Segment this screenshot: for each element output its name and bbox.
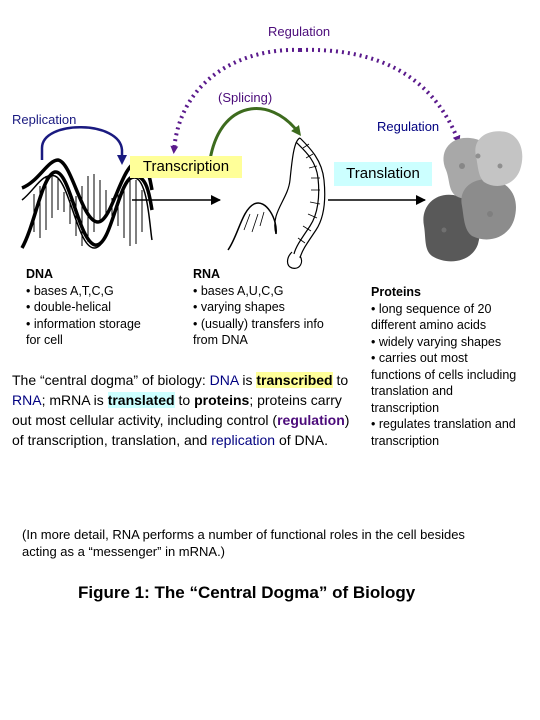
proteins-line: transcription: [371, 433, 440, 448]
dna-line: • bases A,T,C,G: [26, 283, 114, 298]
caption-proteins: proteins: [194, 392, 250, 408]
note-line: acting as a “messenger” in mRNA.): [22, 544, 226, 559]
caption-text: to: [174, 392, 195, 408]
replication-arrow: [40, 126, 127, 165]
proteins-line: • widely varying shapes: [371, 334, 502, 349]
rna-line: • (usually) transfers info: [193, 316, 324, 331]
proteins-line: translation and: [371, 384, 454, 398]
caption-text: of DNA.: [275, 432, 328, 448]
replication-label: Replication: [12, 112, 77, 127]
proteins-line: • carries out most: [371, 351, 468, 365]
note-line: (In more detail, RNA performs a number o…: [22, 527, 465, 542]
proteins-line: • long sequence of 20: [371, 301, 492, 316]
proteins-line: functions of cells including: [371, 367, 517, 382]
regulation-right-label: Regulation: [377, 119, 440, 134]
regulation-arrow-right: [299, 47, 461, 144]
translation-label: Translation: [334, 162, 432, 186]
rna-line: • varying shapes: [193, 300, 285, 314]
caption-replication: replication: [211, 432, 276, 448]
figure-title: Figure 1: The “Central Dogma” of Biology: [78, 583, 416, 602]
dna-line: • information storage: [26, 316, 141, 331]
caption-transcribed: transcribed: [256, 372, 333, 388]
splicing-label: (Splicing): [218, 90, 273, 105]
caption-text: is: [238, 372, 257, 388]
caption-translated: translated: [107, 392, 175, 408]
caption-text: ; mRNA is: [41, 392, 108, 408]
dna-title: DNA: [26, 267, 54, 281]
splicing-arrow: [208, 107, 302, 161]
proteins-description: Proteins • long sequence of 20 different…: [371, 284, 537, 449]
proteins-line: transcription: [371, 400, 440, 415]
caption-text: to: [332, 372, 349, 388]
rna-strand: [227, 137, 326, 269]
proteins-title: Proteins: [371, 285, 422, 299]
protein-structure: [423, 131, 523, 262]
rna-title: RNA: [193, 267, 221, 281]
rna-description: RNA • bases A,U,C,G • varying shapes • (…: [193, 266, 363, 349]
caption-rna: RNA: [12, 392, 42, 408]
rna-line: • bases A,U,C,G: [193, 283, 284, 298]
caption-text: The “central dogma” of biology:: [12, 372, 210, 388]
rna-line: from DNA: [193, 333, 248, 347]
caption-dna: DNA: [209, 372, 239, 388]
transcription-label: Transcription: [130, 156, 242, 178]
regulation-top-label: Regulation: [268, 24, 331, 39]
dna-description: DNA • bases A,T,C,G • double-helical • i…: [26, 266, 196, 349]
caption-text: ) of transcription, translation, and: [12, 412, 350, 448]
caption-text: ; proteins carry out most cellular activ…: [12, 392, 342, 428]
proteins-line: different amino acids: [371, 318, 487, 332]
dna-line: for cell: [26, 333, 63, 347]
central-dogma-caption: The “central dogma” of biology: DNA is t…: [12, 370, 352, 450]
caption-regulation: regulation: [277, 412, 345, 428]
dna-line: • double-helical: [26, 300, 111, 314]
rna-roles-note: (In more detail, RNA performs a number o…: [22, 526, 532, 560]
proteins-line: • regulates translation and: [371, 417, 516, 431]
